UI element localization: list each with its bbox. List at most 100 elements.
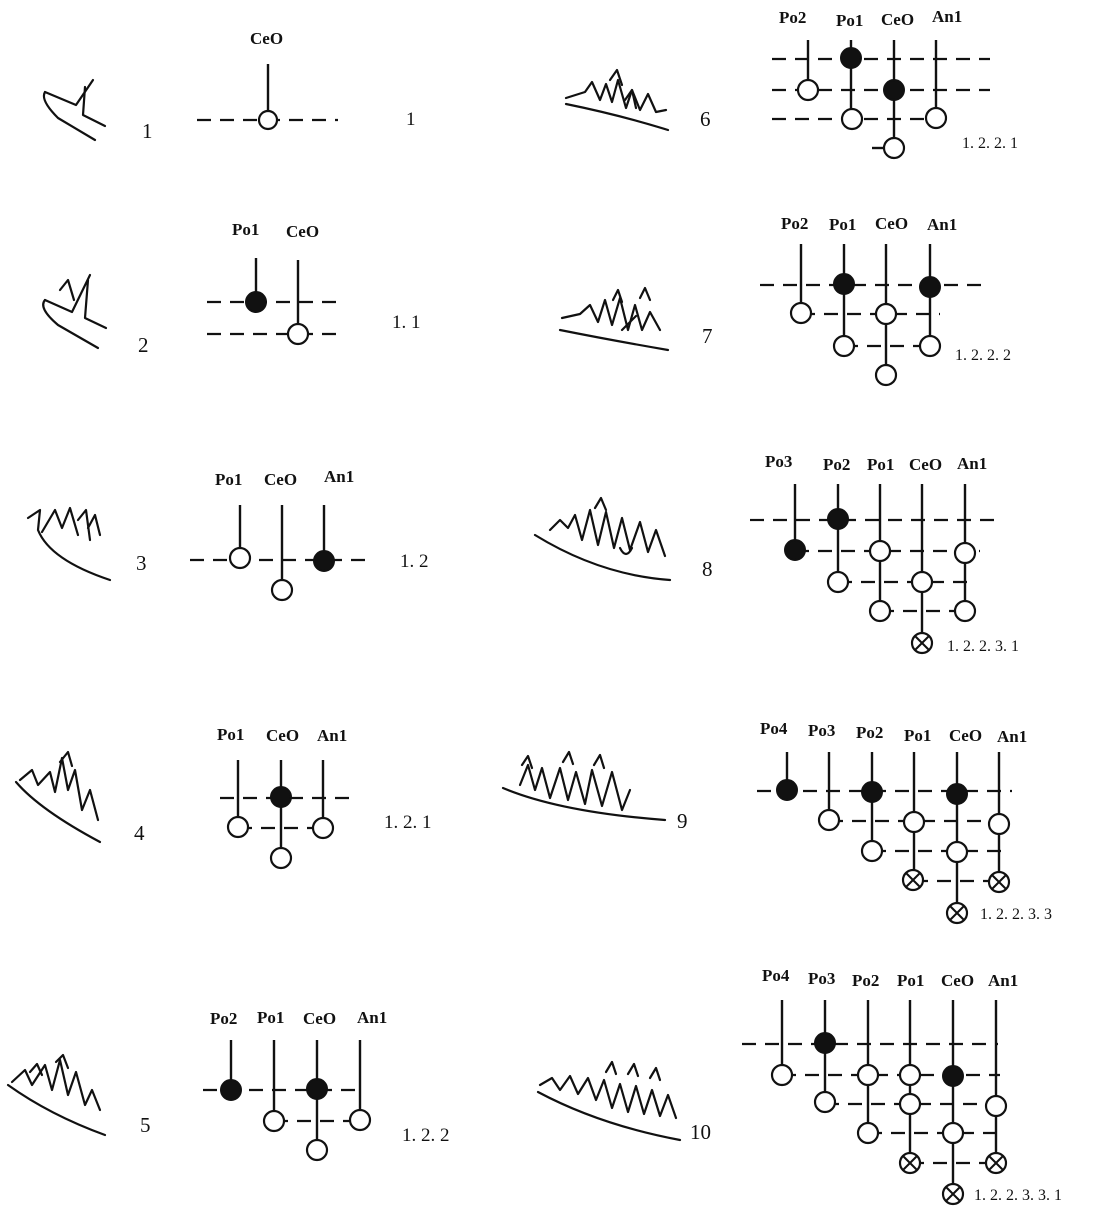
- label-3-po1: Po1: [215, 470, 242, 489]
- label-9-po4: Po4: [760, 719, 788, 738]
- scheme-code-8: 1. 2. 2. 3. 1: [947, 638, 1019, 655]
- node-open: [813, 1090, 837, 1114]
- figure-8: 8 Po3 Po2 Po1 CeO An1 1. 2. 2. 3. 1: [533, 452, 1019, 655]
- label-4-ceo: CeO: [266, 726, 299, 745]
- figure-7: 7 Po2 Po1 CeO An1 1. 2. 2. 2: [558, 214, 1011, 387]
- figure-number-6: 6: [700, 107, 711, 131]
- scheme-code-5: 1. 2. 2: [402, 1125, 450, 1146]
- figure-number-10: 10: [690, 1120, 711, 1144]
- node-open: [817, 808, 841, 832]
- node-crossed: [945, 901, 969, 925]
- tooth-sketch-4: [14, 750, 102, 844]
- figure-3: 3 Po1 CeO An1 1. 2: [26, 467, 429, 602]
- node-open: [874, 302, 898, 326]
- label-10-po1: Po1: [897, 971, 924, 990]
- label-7-po2: Po2: [781, 214, 808, 233]
- node-open: [860, 839, 884, 863]
- node-open: [902, 810, 926, 834]
- label-8-po2: Po2: [823, 455, 850, 474]
- tooth-sketch-10: [536, 1060, 682, 1142]
- scheme-code-9: 1. 2. 2. 3. 3: [980, 906, 1052, 923]
- node-open: [832, 334, 856, 358]
- figure-number-7: 7: [702, 324, 713, 348]
- tooth-sketch-5: [6, 1053, 107, 1137]
- label-6-ceo: CeO: [881, 10, 914, 29]
- label-2-po1: Po1: [232, 220, 259, 239]
- scheme-code-4: 1. 2. 1: [384, 812, 432, 833]
- node-crossed: [910, 631, 934, 655]
- figure-number-2: 2: [138, 333, 149, 357]
- tooth-sketch-2: [42, 273, 108, 350]
- scheme-code-6: 1. 2. 2. 1: [962, 135, 1018, 152]
- label-8-po1: Po1: [867, 455, 894, 474]
- node-filled: [840, 47, 862, 69]
- label-5-ceo: CeO: [303, 1009, 336, 1028]
- node-filled: [270, 786, 292, 808]
- node-open: [348, 1108, 372, 1132]
- label-10-an1: An1: [988, 971, 1018, 990]
- scheme-code-7: 1. 2. 2. 2: [955, 347, 1011, 364]
- node-open: [286, 322, 310, 346]
- node-crossed: [901, 868, 925, 892]
- figure-9: 9 Po4 Po3 Po2 Po1 CeO An1: [501, 719, 1052, 925]
- node-open: [789, 301, 813, 325]
- label-6-an1: An1: [932, 7, 962, 26]
- node-open: [840, 107, 864, 131]
- figure-number-9: 9: [677, 809, 688, 833]
- figure-6: 6 Po2 Po1 CeO An1 1. 2. 2. 1: [564, 7, 1018, 160]
- label-9-ceo: CeO: [949, 726, 982, 745]
- node-open: [984, 1094, 1008, 1118]
- label-8-ceo: CeO: [909, 455, 942, 474]
- node-open: [987, 812, 1011, 836]
- node-open: [945, 840, 969, 864]
- node-open: [796, 78, 820, 102]
- node-filled: [784, 539, 806, 561]
- tooth-sketch-1: [42, 78, 107, 142]
- label-10-ceo: CeO: [941, 971, 974, 990]
- label-9-po3: Po3: [808, 721, 835, 740]
- figure-4: 4 Po1 CeO An1 1. 2. 1: [14, 725, 432, 870]
- node-open: [305, 1138, 329, 1162]
- figure-number-8: 8: [702, 557, 713, 581]
- label-9-po2: Po2: [856, 723, 883, 742]
- node-open: [941, 1121, 965, 1145]
- node-open: [918, 334, 942, 358]
- scheme-code-10: 1. 2. 2. 3. 3. 1: [974, 1187, 1062, 1204]
- node-filled: [245, 291, 267, 313]
- tooth-sketch-8: [533, 496, 672, 582]
- node-filled: [942, 1065, 964, 1087]
- scheme-code-3: 1. 2: [400, 551, 429, 572]
- node-filled: [306, 1078, 328, 1100]
- node-crossed: [898, 1151, 922, 1175]
- node-filled: [313, 550, 335, 572]
- label-1-ceo: CeO: [250, 29, 283, 48]
- figure-number-5: 5: [140, 1113, 151, 1137]
- node-open: [269, 846, 293, 870]
- figure-number-1: 1: [142, 119, 153, 143]
- node-open: [953, 541, 977, 565]
- label-10-po4: Po4: [762, 966, 790, 985]
- scheme-code-1: 1: [406, 109, 416, 130]
- figure-1: 1 CeO 1: [42, 29, 416, 143]
- node-filled: [861, 781, 883, 803]
- label-5-po2: Po2: [210, 1009, 237, 1028]
- figure-10: 10 Po4 Po3 Po2 Po1 CeO An1: [536, 966, 1062, 1206]
- tooth-sketch-3: [26, 506, 112, 582]
- node-open: [898, 1092, 922, 1116]
- label-9-po1: Po1: [904, 726, 931, 745]
- label-10-po3: Po3: [808, 969, 835, 988]
- figure-5: 5 Po2 Po1 CeO An1 1. 2. 2: [6, 1008, 450, 1162]
- node-open: [826, 570, 850, 594]
- label-10-po2: Po2: [852, 971, 879, 990]
- label-8-po3: Po3: [765, 452, 792, 471]
- node-filled: [919, 276, 941, 298]
- node-filled: [827, 508, 849, 530]
- node-filled: [946, 783, 968, 805]
- node-open: [898, 1063, 922, 1087]
- label-7-po1: Po1: [829, 215, 856, 234]
- node-crossed: [941, 1182, 965, 1206]
- node-filled: [776, 779, 798, 801]
- node-crossed: [987, 870, 1011, 894]
- label-4-an1: An1: [317, 726, 347, 745]
